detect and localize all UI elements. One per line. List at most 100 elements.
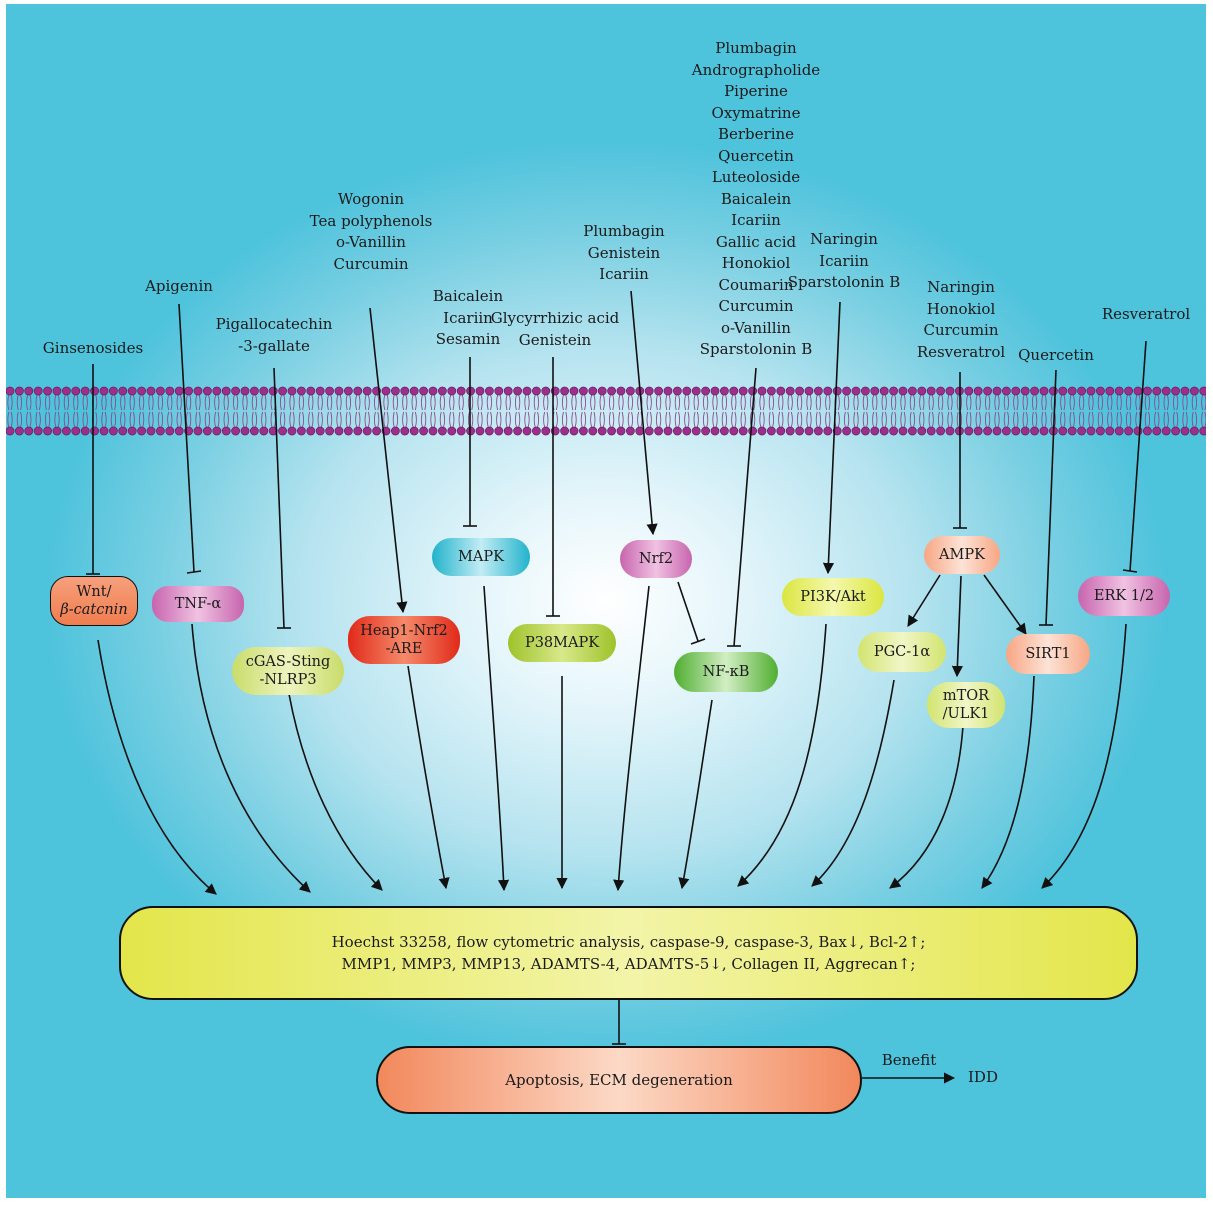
lipid-tail <box>561 394 568 411</box>
lipid-tail <box>759 411 765 428</box>
lipid-tail <box>665 394 671 411</box>
lipid-head <box>654 386 663 396</box>
lipid-tail <box>430 394 436 411</box>
lipid-tail <box>1069 394 1075 411</box>
lipid-head <box>663 386 673 396</box>
lipid-head <box>973 426 983 436</box>
lipid-tail <box>82 411 88 428</box>
lipid-head <box>644 386 654 396</box>
lipid-tail <box>73 411 79 428</box>
lipid-head <box>353 386 363 396</box>
lipid-head <box>1077 426 1086 436</box>
lipid-tail <box>82 394 88 411</box>
lipid-tail <box>477 394 483 411</box>
lipid-tail <box>1069 411 1075 428</box>
lipid-tail <box>326 411 333 428</box>
lipid-head <box>90 426 99 436</box>
lipid-head <box>287 426 297 436</box>
lipid-head <box>475 386 485 396</box>
lipid-head <box>1152 386 1162 396</box>
lipid-head <box>249 386 259 396</box>
lipid-tail <box>185 394 192 411</box>
lipid-tail <box>796 411 803 428</box>
lipid-tail <box>543 411 549 428</box>
lipid-head <box>569 386 579 396</box>
lipid-tail <box>1107 394 1113 411</box>
lipid-head <box>776 426 786 436</box>
lipid-head <box>1190 426 1199 436</box>
lipid-tail <box>637 411 643 428</box>
lipid-tail <box>1078 394 1085 411</box>
lipid-tail <box>1013 411 1019 428</box>
lipid-tail <box>308 394 314 411</box>
lipid-head <box>1143 386 1152 396</box>
lipid-tail <box>778 411 784 428</box>
lipid-head <box>390 386 400 396</box>
lipid-head <box>409 386 419 396</box>
lipid-head <box>729 386 739 396</box>
lipid-tail <box>1172 394 1179 411</box>
lipid-tail <box>261 394 267 411</box>
link-resveratrol-erk <box>1129 340 1147 572</box>
lipid-head <box>1096 386 1105 396</box>
lipid-tail <box>176 411 182 428</box>
lipid-tail <box>843 394 850 411</box>
lipid-tail <box>1088 411 1094 428</box>
lipid-head <box>52 426 62 436</box>
link-ampk-sirt1 <box>983 574 1027 635</box>
lipid-head <box>597 426 607 436</box>
lipid-head <box>1086 386 1096 396</box>
lipid-tail <box>1191 411 1198 428</box>
lipid-tail <box>1060 394 1066 411</box>
lipid-tail <box>674 394 681 411</box>
lipid-tail <box>702 411 709 428</box>
lipid-tail <box>420 411 427 428</box>
connectors <box>6 290 1206 1084</box>
lipid-head <box>400 386 410 396</box>
lipid-tail <box>966 394 972 411</box>
lipid-tail <box>270 411 276 428</box>
lipid-tail <box>185 411 192 428</box>
lipid-tail <box>467 394 474 411</box>
lipid-tail <box>420 394 427 411</box>
lipid-head <box>306 426 316 436</box>
lipid-head <box>1011 426 1021 436</box>
lipid-tail <box>496 411 502 428</box>
lipid-head <box>174 426 184 436</box>
lipid-tail <box>411 411 417 428</box>
lipid-head <box>861 426 870 436</box>
lipid-head <box>682 386 692 396</box>
lipid-head <box>1161 386 1171 396</box>
lipid-tail <box>364 411 370 428</box>
lipid-tail <box>890 411 897 428</box>
lipid-head <box>1096 426 1105 436</box>
lipid-head <box>80 386 90 396</box>
lipid-tail <box>176 394 182 411</box>
lipid-tail <box>702 394 709 411</box>
lipid-head <box>127 386 137 396</box>
lipid-tail <box>355 394 361 411</box>
lipid-head <box>428 386 438 396</box>
lipid-head <box>6 426 15 436</box>
lipid-head <box>118 386 128 396</box>
lipid-tail <box>815 394 822 411</box>
lipid-head <box>419 426 428 436</box>
lipid-tail <box>223 394 229 411</box>
lipid-tail <box>853 411 859 428</box>
lipid-head <box>870 426 880 436</box>
lipid-tail <box>590 394 596 411</box>
arrow-pi3k-box <box>737 623 827 887</box>
lipid-head <box>325 426 334 436</box>
lipid-tail <box>693 394 699 411</box>
lipid-tail <box>1107 411 1113 428</box>
lipid-tail <box>195 411 201 428</box>
lipid-tail <box>148 394 154 411</box>
lipid-head <box>127 426 137 436</box>
lipid-tail <box>919 394 925 411</box>
lipid-tail <box>402 411 408 428</box>
lipid-tail <box>580 411 587 428</box>
lipid-head <box>99 386 109 396</box>
lipid-head <box>447 426 457 436</box>
lipid-head <box>80 426 90 436</box>
